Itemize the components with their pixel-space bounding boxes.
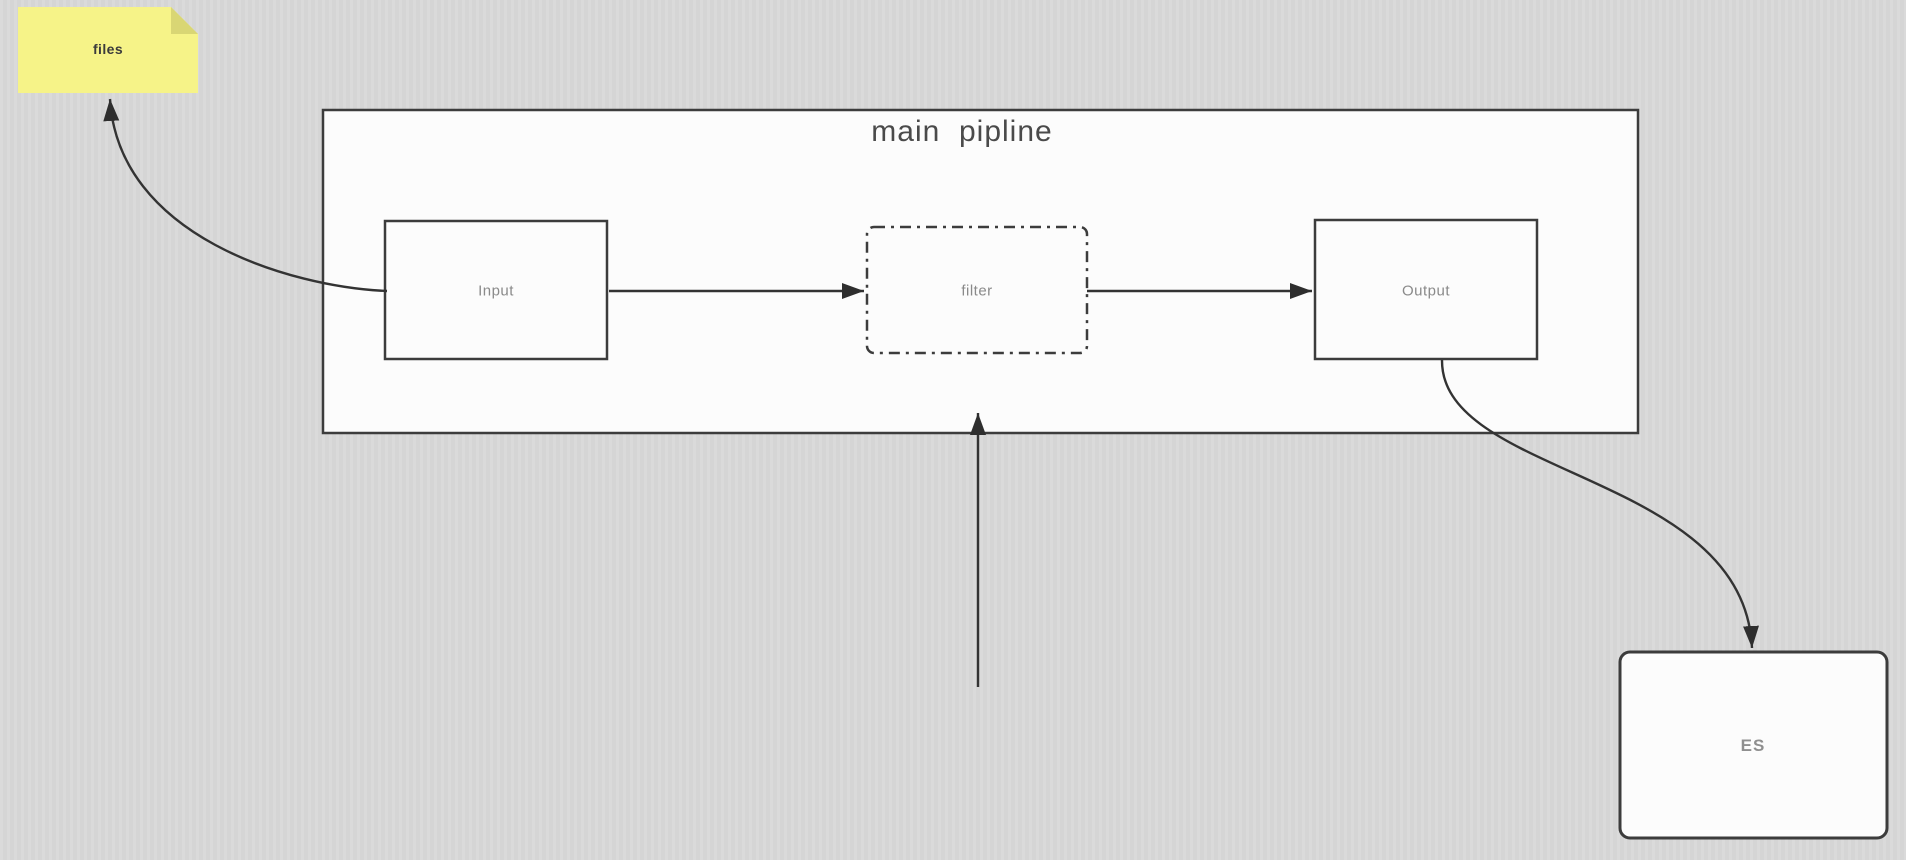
arrow-input-to-files xyxy=(103,98,388,293)
input-node xyxy=(383,219,609,361)
output-node xyxy=(1313,218,1539,361)
filter-node-label: filter xyxy=(961,282,993,300)
files-note-fold-icon xyxy=(171,7,198,34)
output-node-label: Output xyxy=(1401,282,1451,300)
filter-node xyxy=(865,225,1089,355)
files-note-label: files xyxy=(92,41,124,57)
arrow-output-to-es xyxy=(1440,359,1759,649)
files-note xyxy=(18,7,198,93)
es-node xyxy=(1618,650,1889,840)
input-node-label: Input xyxy=(478,282,514,300)
es-node-label: ES xyxy=(1740,736,1766,755)
pipeline-title: main pipline xyxy=(871,115,1053,148)
